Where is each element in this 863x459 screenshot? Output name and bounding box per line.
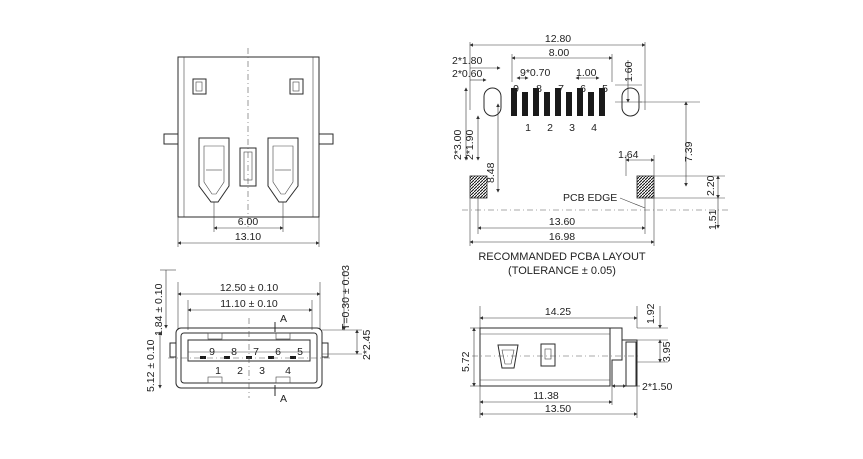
- dim-2x3-00: 2*3.00: [452, 129, 464, 160]
- dim-1-51: 1.51: [707, 209, 719, 230]
- front-pin-4: 4: [285, 365, 291, 377]
- pcb-pin-1: 1: [525, 122, 531, 134]
- dim-13-10: 13.10: [235, 231, 261, 243]
- dim-7-39: 7.39: [683, 141, 695, 162]
- dim-1-64: 1.64: [618, 149, 639, 161]
- pcb-pin-6: 6: [580, 83, 586, 95]
- section-mark-a-bottom: A: [280, 393, 287, 405]
- signal-pads: [511, 88, 605, 116]
- pcb-edge-label: PCB EDGE: [563, 192, 617, 204]
- front-pin-1: 1: [215, 365, 221, 377]
- pcb-pin-5: 5: [602, 83, 608, 95]
- front-pin-7: 7: [253, 346, 259, 358]
- side-view: 14.25 1.92 3.95 2*1.50 5.72: [460, 303, 673, 418]
- dim-t-thickness: T=0.30 ± 0.03: [340, 265, 352, 330]
- pcb-pin-9: 9: [513, 83, 519, 95]
- dim-1-00: 1.00: [576, 67, 597, 79]
- pcb-pin-8: 8: [536, 83, 542, 95]
- dim-9x0-70: 9*0.70: [520, 67, 551, 79]
- pcb-pin-4: 4: [591, 122, 597, 134]
- dim-3-95: 3.95: [661, 341, 673, 362]
- dim-2x1-90: 2*1.90: [464, 129, 476, 160]
- dim-2x0-60: 2*0.60: [452, 68, 483, 80]
- dim-12-80: 12.80: [545, 33, 571, 45]
- dim-13-60: 13.60: [549, 216, 575, 228]
- dim-5-72: 5.72: [460, 351, 472, 372]
- dim-5-12: 5.12 ± 0.10: [145, 339, 157, 392]
- dim-2x1-80: 2*1.80: [452, 55, 483, 67]
- dim-13-50: 13.50: [545, 403, 571, 415]
- dim-1-60: 1.60: [623, 61, 635, 82]
- dim-8-48: 8.48: [485, 162, 497, 183]
- dim-14-25: 14.25: [545, 306, 571, 318]
- pcb-pin-2: 2: [547, 122, 553, 134]
- dim-11-10: 11.10 ± 0.10: [220, 298, 278, 310]
- front-view: 12.50 ± 0.10 11.10 ± 0.10 9 8 7 6 5 1 2 …: [145, 265, 373, 405]
- front-pin-5: 5: [297, 346, 303, 358]
- dim-8-00: 8.00: [549, 47, 570, 59]
- dim-11-38: 11.38: [533, 390, 559, 402]
- dim-6-00: 6.00: [238, 216, 259, 228]
- top-view: 6.00 13.10: [163, 48, 334, 247]
- dim-1-84: 1.84 ± 0.10: [153, 283, 165, 336]
- dim-2x2-45: 2*2.45: [361, 329, 373, 360]
- dim-16-98: 16.98: [549, 231, 575, 243]
- tolerance-caption: (TOLERANCE ± 0.05): [508, 265, 616, 277]
- dim-12-50: 12.50 ± 0.10: [220, 282, 278, 294]
- dim-2x1-50: 2*1.50: [642, 381, 673, 393]
- section-mark-a-top: A: [280, 313, 287, 325]
- front-pin-6: 6: [275, 346, 281, 358]
- front-pin-9: 9: [209, 346, 215, 358]
- front-pin-3: 3: [259, 365, 265, 377]
- dim-1-92: 1.92: [645, 303, 657, 324]
- layout-caption: RECOMMANDED PCBA LAYOUT: [478, 251, 646, 263]
- front-pin-2: 2: [237, 365, 243, 377]
- front-pin-8: 8: [231, 346, 237, 358]
- pcb-pin-3: 3: [569, 122, 575, 134]
- dim-2-20: 2.20: [705, 175, 717, 196]
- pcb-layout: 12.80 8.00 2*1.80 2*0.60 9*0.70 1.00 1.6…: [452, 33, 730, 277]
- pcb-pin-7: 7: [558, 83, 564, 95]
